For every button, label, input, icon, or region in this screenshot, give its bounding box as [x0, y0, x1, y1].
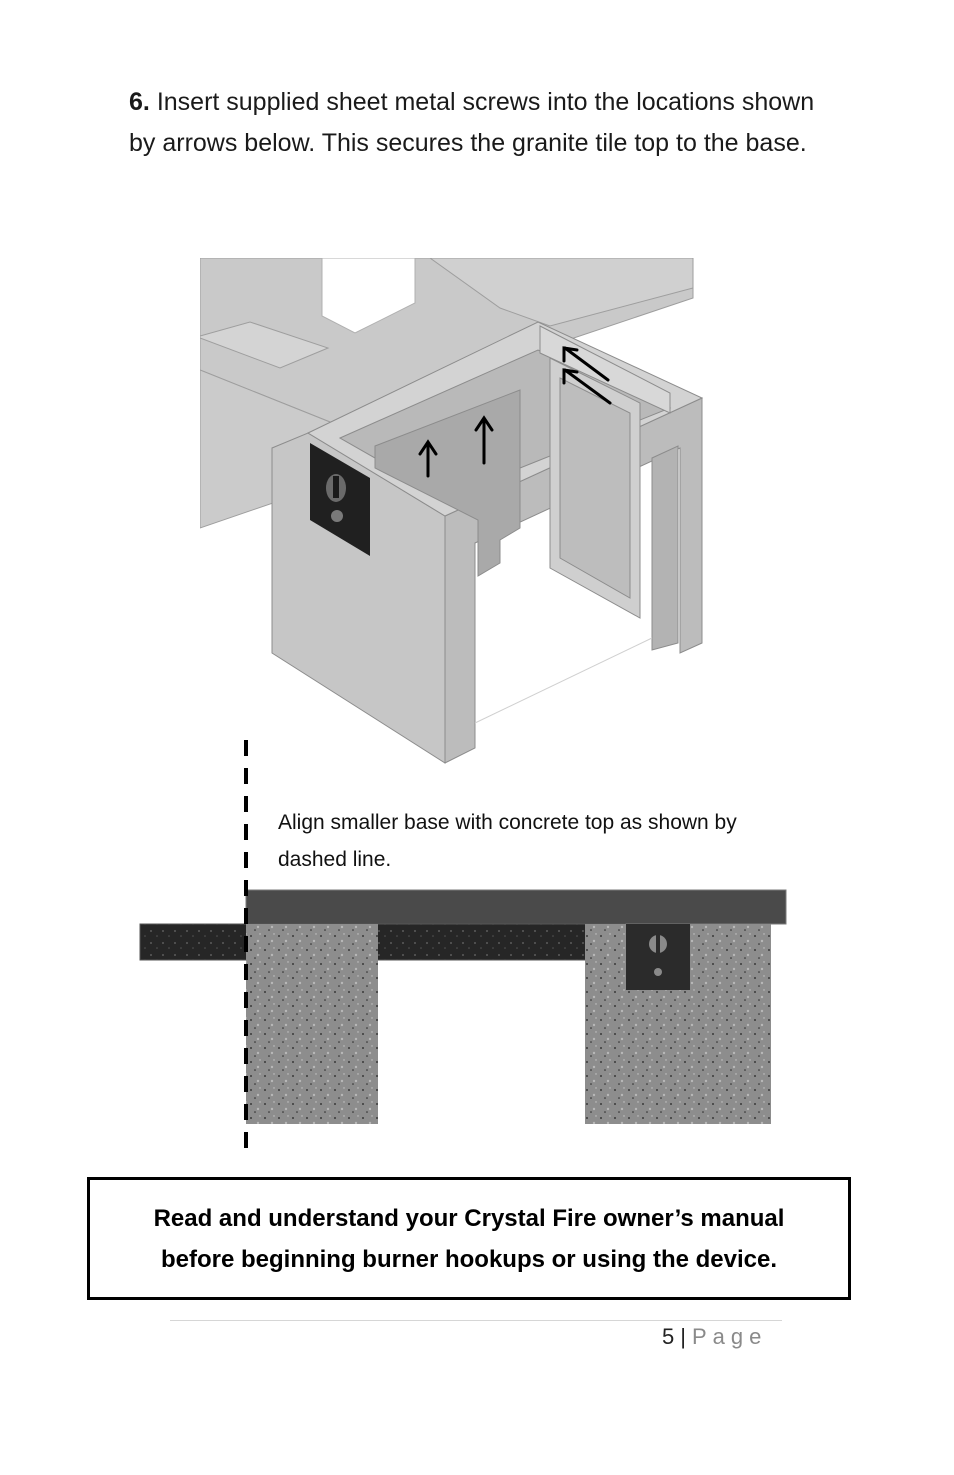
- footer-divider: [170, 1320, 782, 1321]
- caption-line: dashed line.: [278, 848, 392, 871]
- granite-tile-strip: [139, 923, 626, 961]
- arrow-icon: [562, 368, 612, 405]
- control-panel: [310, 443, 370, 556]
- footer-separator: |: [680, 1324, 686, 1349]
- arrow-icon: [418, 439, 438, 478]
- arrow-icon: [474, 415, 494, 465]
- step-number: 6.: [129, 88, 150, 116]
- page-number: 5: [662, 1324, 675, 1349]
- notice-line: before beginning burner hookups or using…: [160, 1245, 778, 1273]
- screw-location-arrows: [418, 346, 612, 478]
- notice-line: Read and understand your Crystal Fire ow…: [153, 1204, 785, 1232]
- warning-notice-box: Read and understand your Crystal Fire ow…: [87, 1177, 851, 1300]
- arrow-icon: [562, 346, 610, 382]
- page-label: Page: [691, 1324, 768, 1349]
- caption-line: Align smaller base with concrete top as …: [278, 811, 737, 834]
- control-panel: [626, 924, 690, 990]
- side-alignment-diagram: [139, 740, 787, 1160]
- concrete-top: [245, 889, 787, 925]
- step-instruction: 6. Insert supplied sheet metal screws in…: [129, 82, 819, 164]
- alignment-caption: Align smaller base with concrete top as …: [278, 804, 838, 878]
- step-text: Insert supplied sheet metal screws into …: [129, 88, 815, 157]
- page-footer: 5|Page: [662, 1324, 767, 1350]
- isometric-base-diagram: [200, 258, 704, 764]
- base-left-leg: [246, 924, 378, 1124]
